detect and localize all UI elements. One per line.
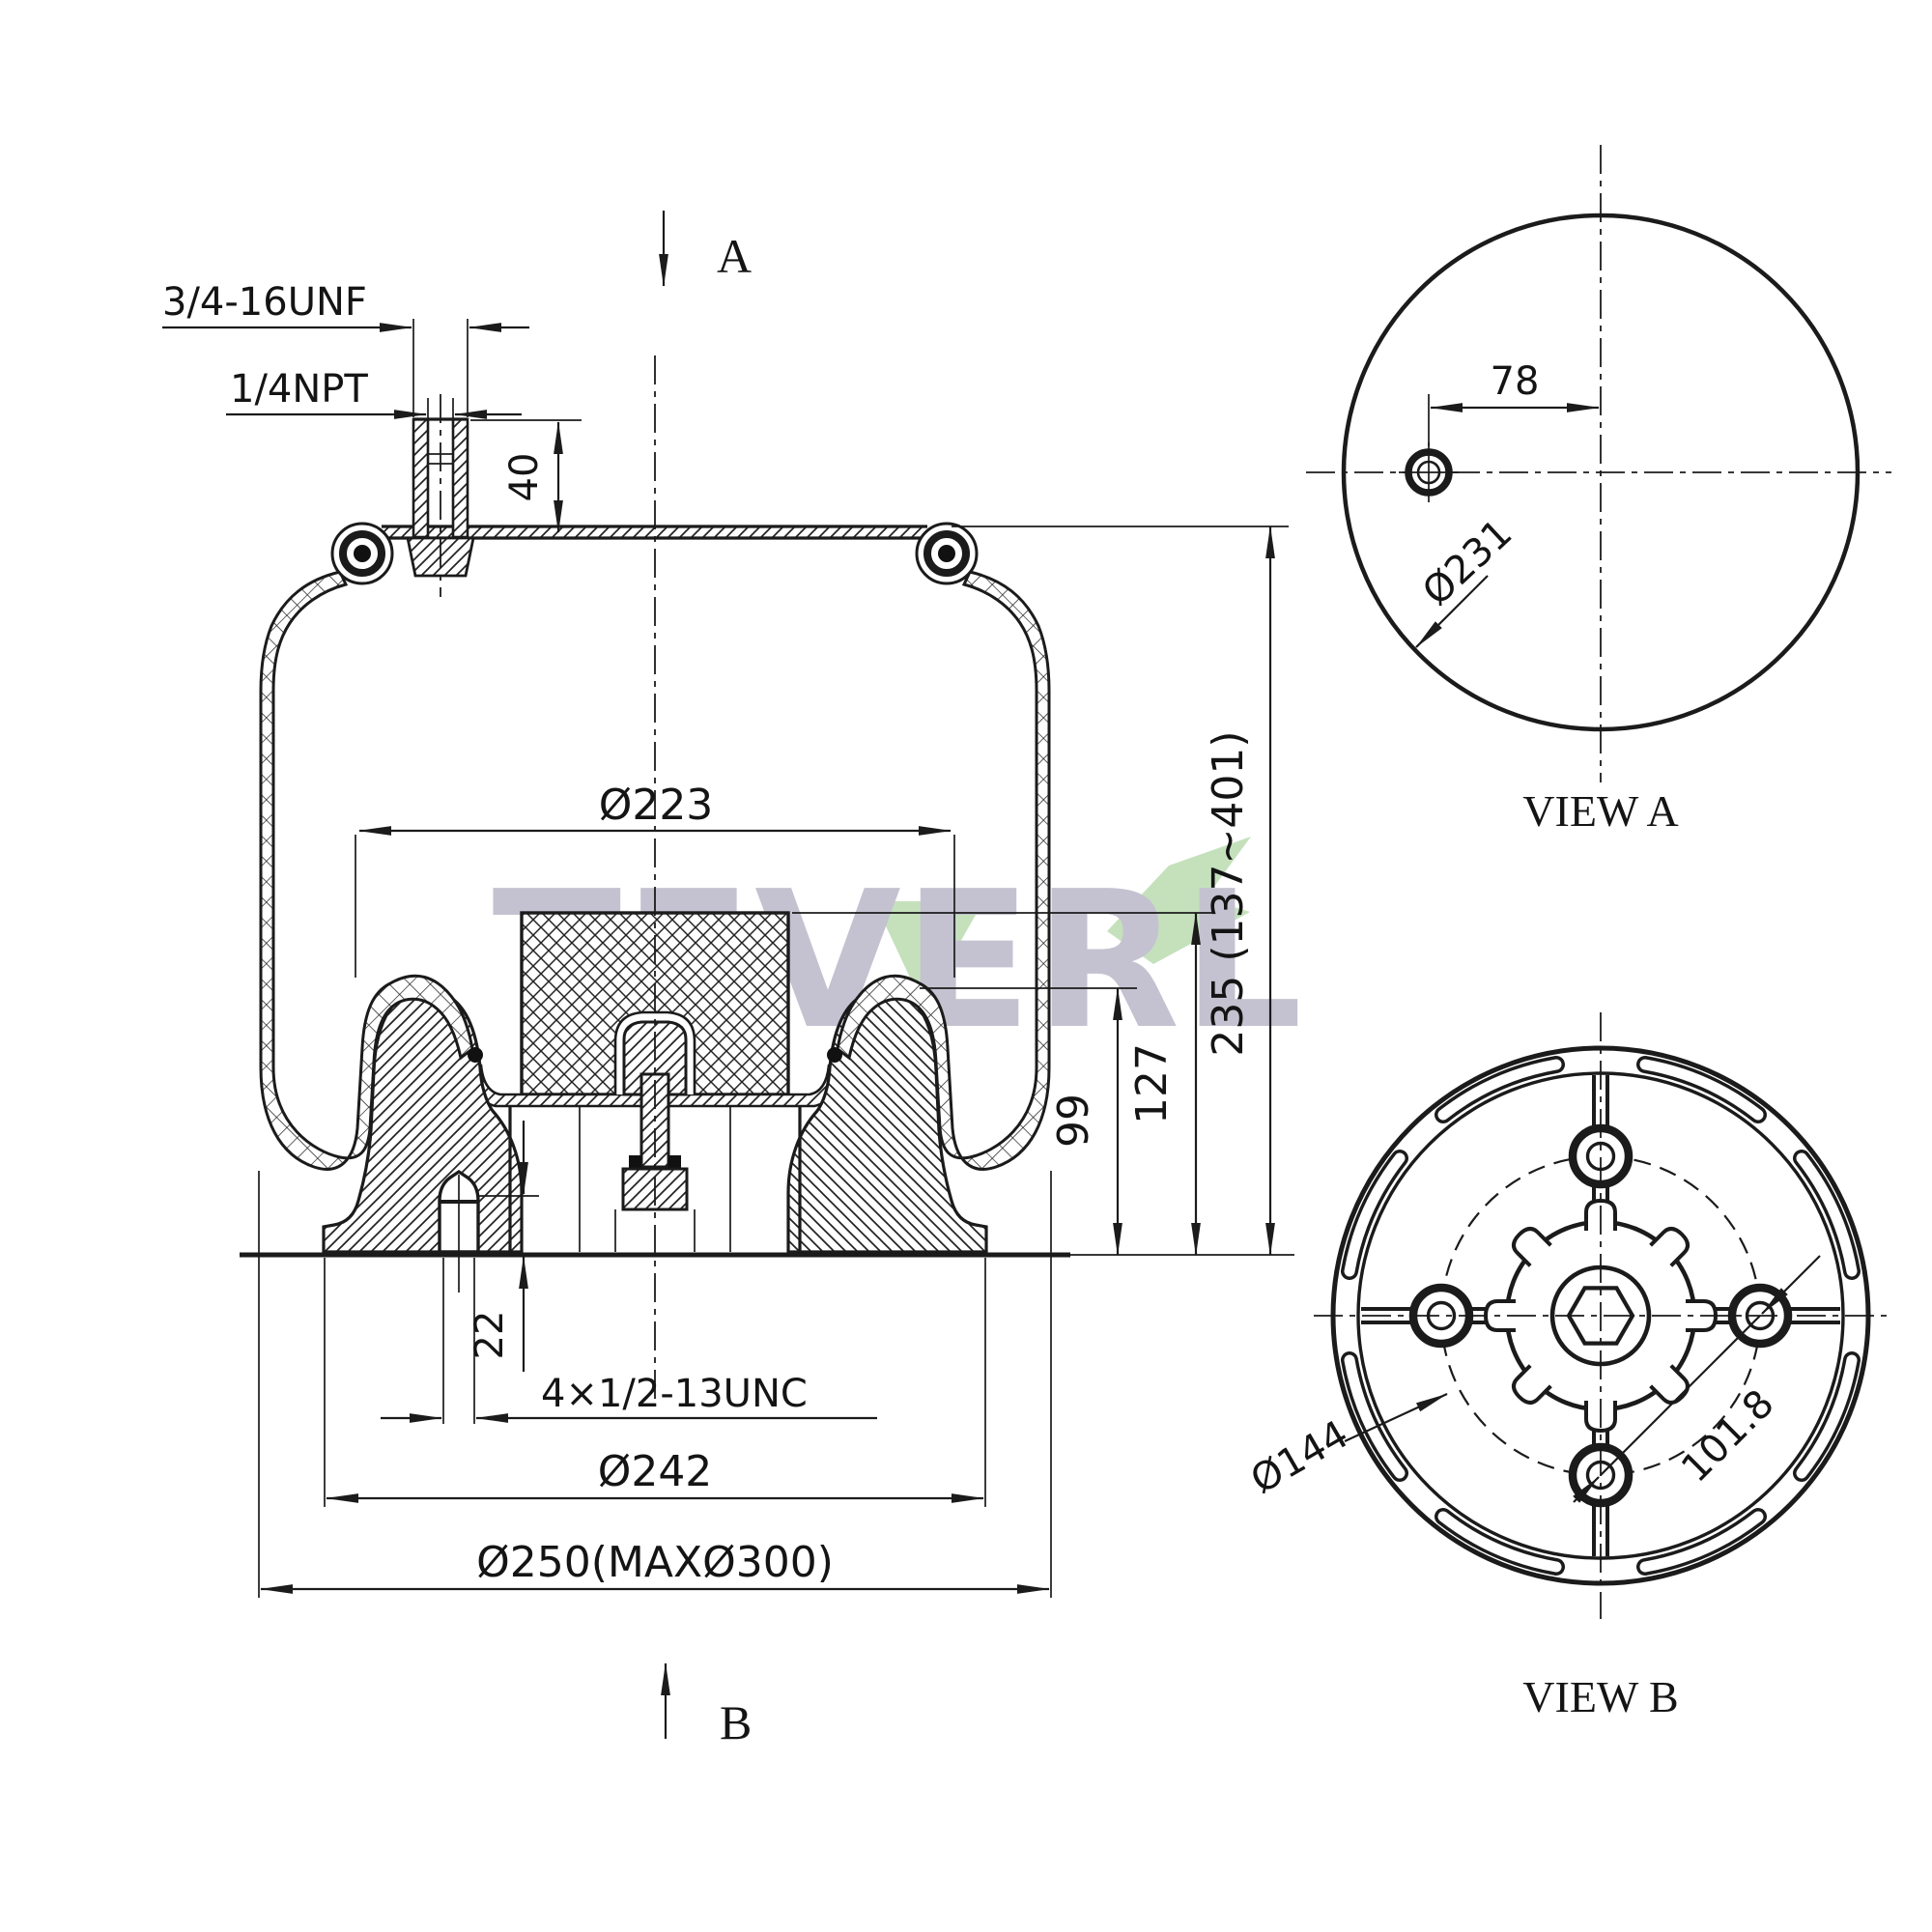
bead-ring-right xyxy=(915,522,979,585)
view-a-label: VIEW A xyxy=(1522,786,1678,836)
view-b: Ø144 101.8 VIEW B xyxy=(1243,1012,1889,1721)
dim-design-height: 235 (137~401) xyxy=(1204,730,1253,1056)
view-b-rim-slots xyxy=(1341,1056,1861,1576)
piston-interior-lines xyxy=(508,1106,802,1252)
dim-air-port: 1/4NPT xyxy=(230,367,368,412)
bead-ring-left xyxy=(330,522,394,585)
section-arrow-a: A xyxy=(659,211,752,287)
air-port-hole xyxy=(1399,442,1459,502)
dim-top-plate-dia: Ø223 xyxy=(599,781,714,830)
view-b-label: VIEW B xyxy=(1522,1672,1678,1721)
dim-bellows-dia: Ø250(MAXØ300) xyxy=(476,1538,834,1587)
dim-bottom-stud-len: 22 xyxy=(468,1311,512,1360)
watermark-leaf-icon xyxy=(874,901,983,1007)
section-label-a: A xyxy=(717,229,752,283)
dim-bolt-spacing-lines xyxy=(1573,1255,1821,1503)
section-label-b: B xyxy=(720,1695,752,1749)
dim-bead-seat-height: 99 xyxy=(1049,1094,1098,1148)
bellows-right-wall xyxy=(827,570,1051,1171)
dim-stud-height: 40 xyxy=(502,453,547,502)
dim-piston-dia: Ø242 xyxy=(598,1447,713,1496)
section-arrow-b: B xyxy=(661,1662,752,1749)
dim-top-thread: 3/4-16UNF xyxy=(162,280,367,325)
bellows-left-wall xyxy=(259,570,483,1171)
main-section-view: A B xyxy=(162,211,1294,1749)
watermark-bird-icon xyxy=(1107,837,1251,964)
dim-port-offset: 78 xyxy=(1491,359,1540,404)
dim-piston-top-height: 127 xyxy=(1127,1043,1177,1124)
dim-bottom-studs: 4×1/2-13UNC xyxy=(541,1372,808,1416)
dimensions: 3/4-16UNF 1/4NPT 40 Ø223 99 127 235 (137… xyxy=(162,280,1275,1594)
extension-lines xyxy=(258,319,1294,1598)
air-stud xyxy=(406,394,475,597)
